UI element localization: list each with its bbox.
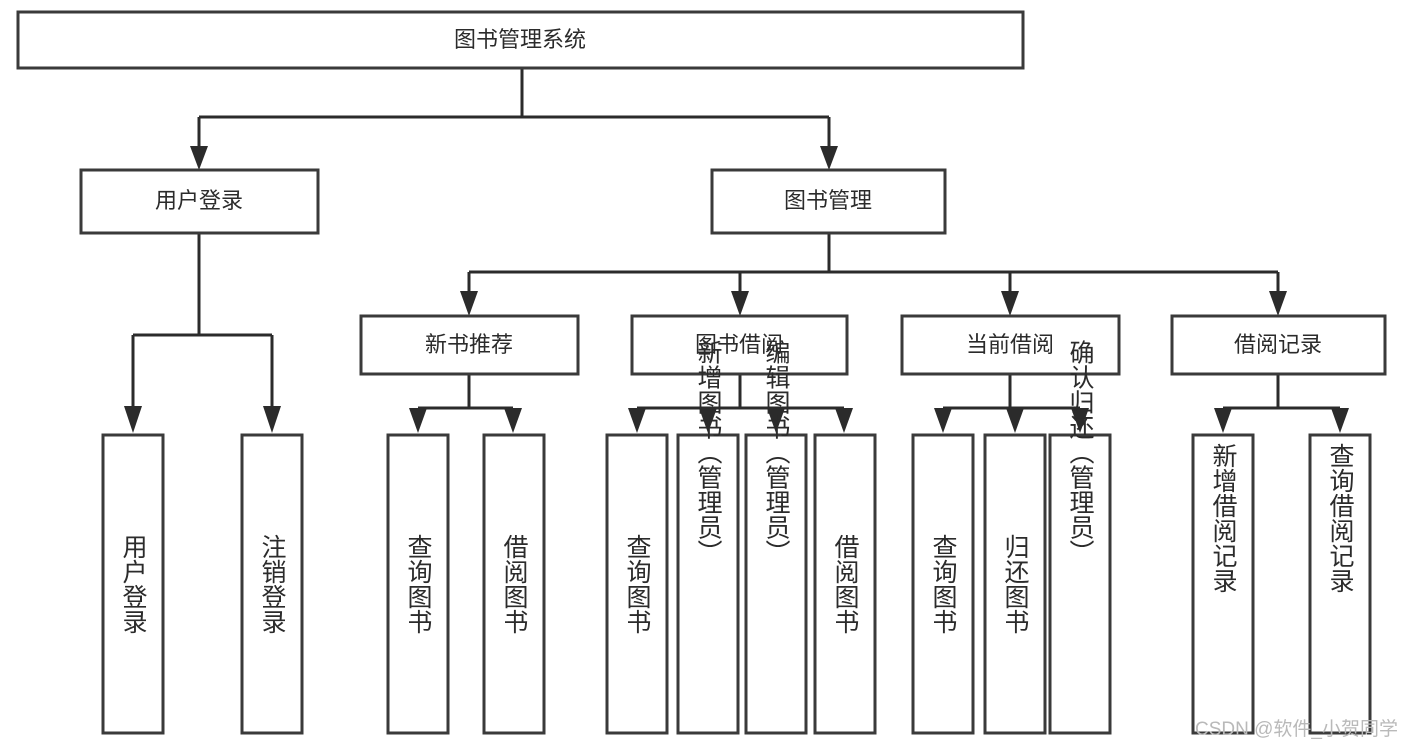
arrow-head-icon <box>699 408 717 433</box>
leaf-newbook-query[interactable]: 查询图书 <box>386 433 450 735</box>
arrow-head-icon <box>124 406 142 433</box>
arrow-head-icon <box>767 408 785 433</box>
node-book-management-label: 图书管理 <box>784 188 872 213</box>
node-borrow-record[interactable]: 借阅记录 <box>1170 314 1387 376</box>
leaf-record-query[interactable]: 查询借阅记录 <box>1308 433 1372 735</box>
leaf-current-query-label: 查询图书 <box>929 534 958 634</box>
node-current-borrow-label: 当前借阅 <box>966 332 1054 357</box>
leaf-borrow-add-admin-label: 新增图书（管理员） <box>694 340 723 565</box>
arrow-head-icon <box>1006 408 1024 433</box>
node-book-borrow-label: 图书借阅 <box>695 332 783 357</box>
arrow-head-icon <box>1269 291 1287 316</box>
node-user-login-label: 用户登录 <box>155 188 243 213</box>
leaf-current-confirm-admin-label: 确认归还（管理员） <box>1066 340 1095 565</box>
leaf-borrow-query-label: 查询图书 <box>623 534 652 634</box>
arrow-head-icon <box>460 291 478 316</box>
arrow-head-icon <box>731 291 749 316</box>
leaf-current-confirm-admin[interactable]: 确认归还（管理员） <box>1048 340 1112 735</box>
leaf-borrow-book[interactable]: 借阅图书 <box>813 433 877 735</box>
node-new-book-recommend[interactable]: 新书推荐 <box>359 314 580 376</box>
arrow-head-icon <box>190 146 208 170</box>
leaf-borrow-add-admin[interactable]: 新增图书（管理员） <box>676 340 740 735</box>
node-book-borrow[interactable]: 图书借阅 <box>630 314 849 376</box>
arrow-head-icon <box>820 146 838 170</box>
arrow-head-icon <box>1001 291 1019 316</box>
watermark-text: CSDN @软件_小贺同学 <box>1195 718 1398 740</box>
arrow-head-icon <box>409 408 427 433</box>
node-root[interactable]: 图书管理系统 <box>16 10 1025 70</box>
edge-layer <box>124 68 1349 433</box>
node-current-borrow[interactable]: 当前借阅 <box>900 314 1121 376</box>
leaf-newbook-borrow[interactable]: 借阅图书 <box>482 433 546 735</box>
leaf-record-add[interactable]: 新增借阅记录 <box>1191 433 1255 735</box>
node-root-label: 图书管理系统 <box>454 27 586 52</box>
leaf-current-return-label: 归还图书 <box>1001 534 1030 634</box>
leaf-record-query-label: 查询借阅记录 <box>1326 443 1355 593</box>
leaf-borrow-query[interactable]: 查询图书 <box>605 433 669 735</box>
leaf-newbook-query-label: 查询图书 <box>404 534 433 634</box>
leaf-user-logout[interactable]: 注销登录 <box>240 433 304 735</box>
leaf-current-query[interactable]: 查询图书 <box>911 433 975 735</box>
leaf-user-logout-label: 注销登录 <box>258 534 287 634</box>
leaf-newbook-borrow-label: 借阅图书 <box>500 534 529 634</box>
node-borrow-record-label: 借阅记录 <box>1234 332 1322 357</box>
node-user-login[interactable]: 用户登录 <box>79 168 320 235</box>
leaf-borrow-book-label: 借阅图书 <box>831 534 860 634</box>
arrow-head-icon <box>628 408 646 433</box>
arrow-head-icon <box>504 408 522 433</box>
arrow-head-icon <box>1331 408 1349 433</box>
leaf-current-return[interactable]: 归还图书 <box>983 433 1047 735</box>
node-new-book-recommend-label: 新书推荐 <box>425 332 513 357</box>
leaf-borrow-edit-admin[interactable]: 编辑图书（管理员） <box>744 340 808 735</box>
arrow-head-icon <box>934 408 952 433</box>
leaf-borrow-edit-admin-label: 编辑图书（管理员） <box>762 340 791 565</box>
leaf-record-add-label: 新增借阅记录 <box>1209 443 1238 593</box>
leaf-user-login[interactable]: 用户登录 <box>101 433 165 735</box>
arrow-head-icon <box>1071 408 1089 433</box>
arrow-head-icon <box>1214 408 1232 433</box>
arrow-head-icon <box>263 406 281 433</box>
node-book-management[interactable]: 图书管理 <box>710 168 947 235</box>
leaf-user-login-label: 用户登录 <box>119 534 148 634</box>
arrow-head-icon <box>835 408 853 433</box>
